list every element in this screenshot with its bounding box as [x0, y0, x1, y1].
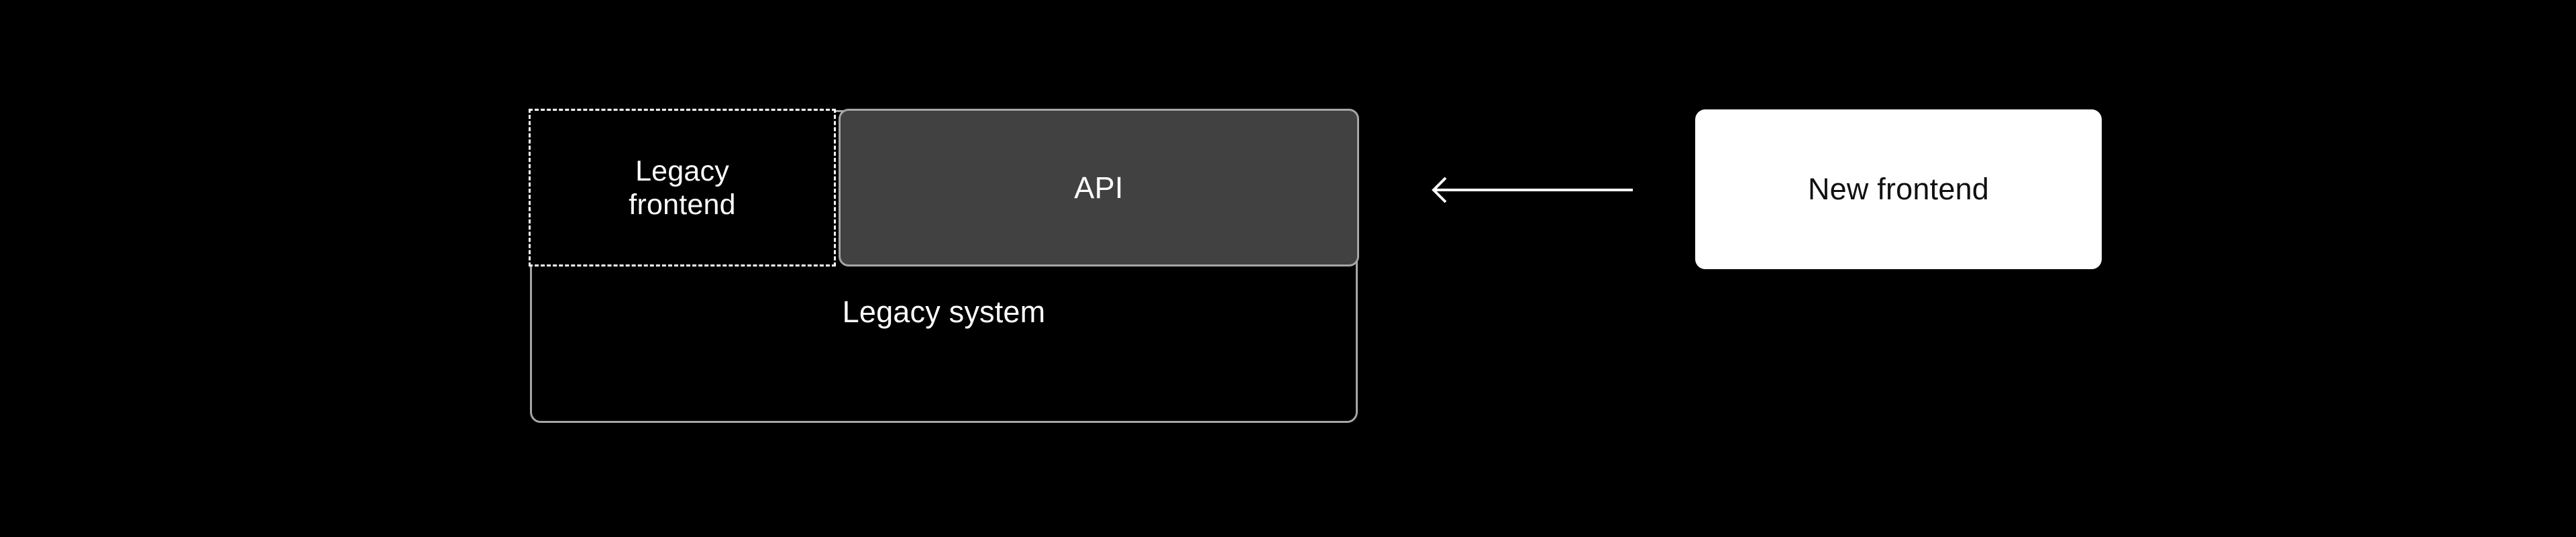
- node-new-frontend-label: New frontend: [1807, 172, 1990, 206]
- node-api-label: API: [1074, 170, 1124, 205]
- edge-new-frontend-to-api[interactable]: [1422, 168, 1644, 212]
- node-legacy-frontend[interactable]: Legacy frontend: [529, 109, 836, 266]
- node-api[interactable]: API: [839, 109, 1359, 266]
- node-new-frontend[interactable]: New frontend: [1695, 109, 2102, 269]
- node-legacy-frontend-label: Legacy frontend: [629, 154, 736, 221]
- node-legacy-system-label: Legacy system: [842, 295, 1046, 329]
- arrow-left-icon: [1432, 177, 1633, 203]
